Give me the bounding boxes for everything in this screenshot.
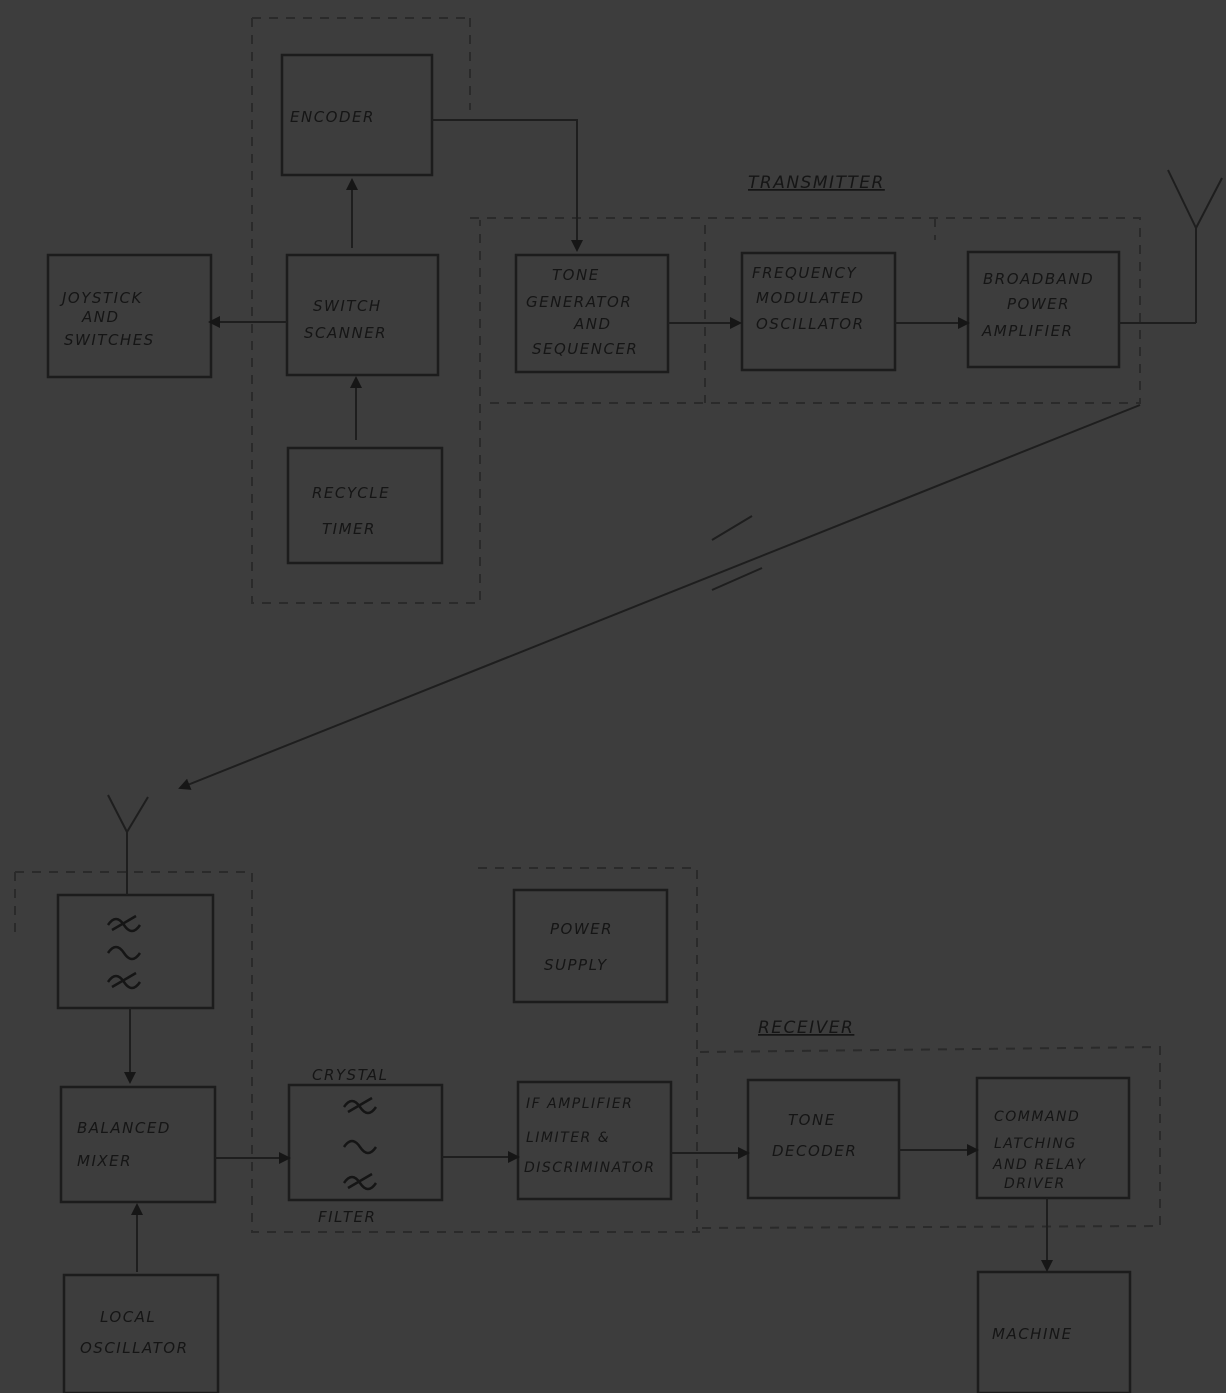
machine-box [976,1270,1132,1393]
transmitter-title: TRANSMITTER [748,173,885,193]
signal-connections [124,119,1196,1272]
radio-link-wire [178,404,1141,790]
switch-scanner-block: SWITCH SCANNER [285,253,440,377]
machine-label: MACHINE [992,1325,1073,1343]
command-latching-block: COMMAND LATCHING AND RELAY DRIVER [975,1076,1131,1200]
tone-decoder-box [746,1078,901,1200]
group-outlines [14,17,1161,1233]
encoder-label: ENCODER [290,108,375,126]
local-oscillator-block: LOCAL OSCILLATOR [62,1273,220,1393]
power-amplifier-label: BROADBAND POWER AMPLIFIER [981,270,1100,340]
encoder-box [280,53,434,177]
joystick-label: JOYSTICK AND SWITCHES [59,289,155,349]
balanced-mixer-block: BALANCED MIXER [59,1085,217,1204]
fm-oscillator-box [740,251,897,372]
power-supply-box [512,888,669,1004]
joystick-block: JOYSTICK AND SWITCHES [46,253,213,379]
crystal-filter-symbols [342,1096,378,1191]
if-amplifier-label: IF AMPLIFIER LIMITER & DISCRIMINATOR [524,1096,655,1176]
switch-scanner-label: SWITCH SCANNER [304,297,388,342]
power-amplifier-block: BROADBAND POWER AMPLIFIER [966,250,1121,369]
recycle-timer-block: RECYCLE TIMER [286,446,444,565]
rf-filter-box [56,893,215,1010]
receiver-front-group-outline [14,871,700,1233]
tone-decoder-block: TONE DECODER [746,1078,901,1200]
tone-generator-box [514,253,670,374]
radio-link-break-mark [711,515,763,591]
recycle-timer-label: RECYCLE TIMER [312,484,396,538]
switch-scanner-box [285,253,440,377]
balanced-mixer-box [59,1085,217,1204]
receive-antenna-icon [107,794,149,895]
local-oscillator-box [62,1273,220,1393]
power-supply-label: POWER SUPPLY [544,920,619,974]
command-latching-box [975,1076,1131,1200]
receiver-title: RECEIVER [758,1018,854,1038]
if-amplifier-box [516,1080,673,1201]
power-supply-group-outline [478,867,698,1232]
crystal-filter-label: CRYSTAL FILTER [312,1066,395,1226]
controller-group-outline [251,17,481,604]
command-latching-label: COMMAND LATCHING AND RELAY DRIVER [992,1109,1092,1192]
tone-generator-block: TONE GENERATOR AND SEQUENCER [514,253,670,374]
machine-block: MACHINE [976,1270,1132,1393]
joystick-box [46,253,213,379]
local-oscillator-label: LOCAL OSCILLATOR [80,1308,189,1357]
tone-decoder-label: TONE DECODER [772,1111,857,1160]
fm-oscillator-block: FREQUENCY MODULATED OSCILLATOR [740,251,897,372]
crystal-filter-box [287,1083,444,1202]
recycle-timer-box [286,446,444,565]
encoder-to-tone-generator-wire [432,119,583,252]
power-supply-block: POWER SUPPLY [512,888,669,1004]
power-amplifier-box [966,250,1121,369]
receiver-back-group-outline [699,1045,1161,1229]
transmit-antenna-icon [1167,169,1223,323]
encoder-block: ENCODER [280,53,434,177]
tone-generator-label: TONE GENERATOR AND SEQUENCER [526,266,639,358]
rf-filter-block [56,893,215,1010]
crystal-filter-block: CRYSTAL FILTER [287,1066,444,1226]
transmitter-group-outline [470,217,1141,404]
if-amplifier-block: IF AMPLIFIER LIMITER & DISCRIMINATOR [516,1080,673,1201]
balanced-mixer-label: BALANCED MIXER [77,1119,177,1170]
fm-oscillator-label: FREQUENCY MODULATED OSCILLATOR [752,264,871,333]
bandpass-filter-symbols [106,914,142,990]
